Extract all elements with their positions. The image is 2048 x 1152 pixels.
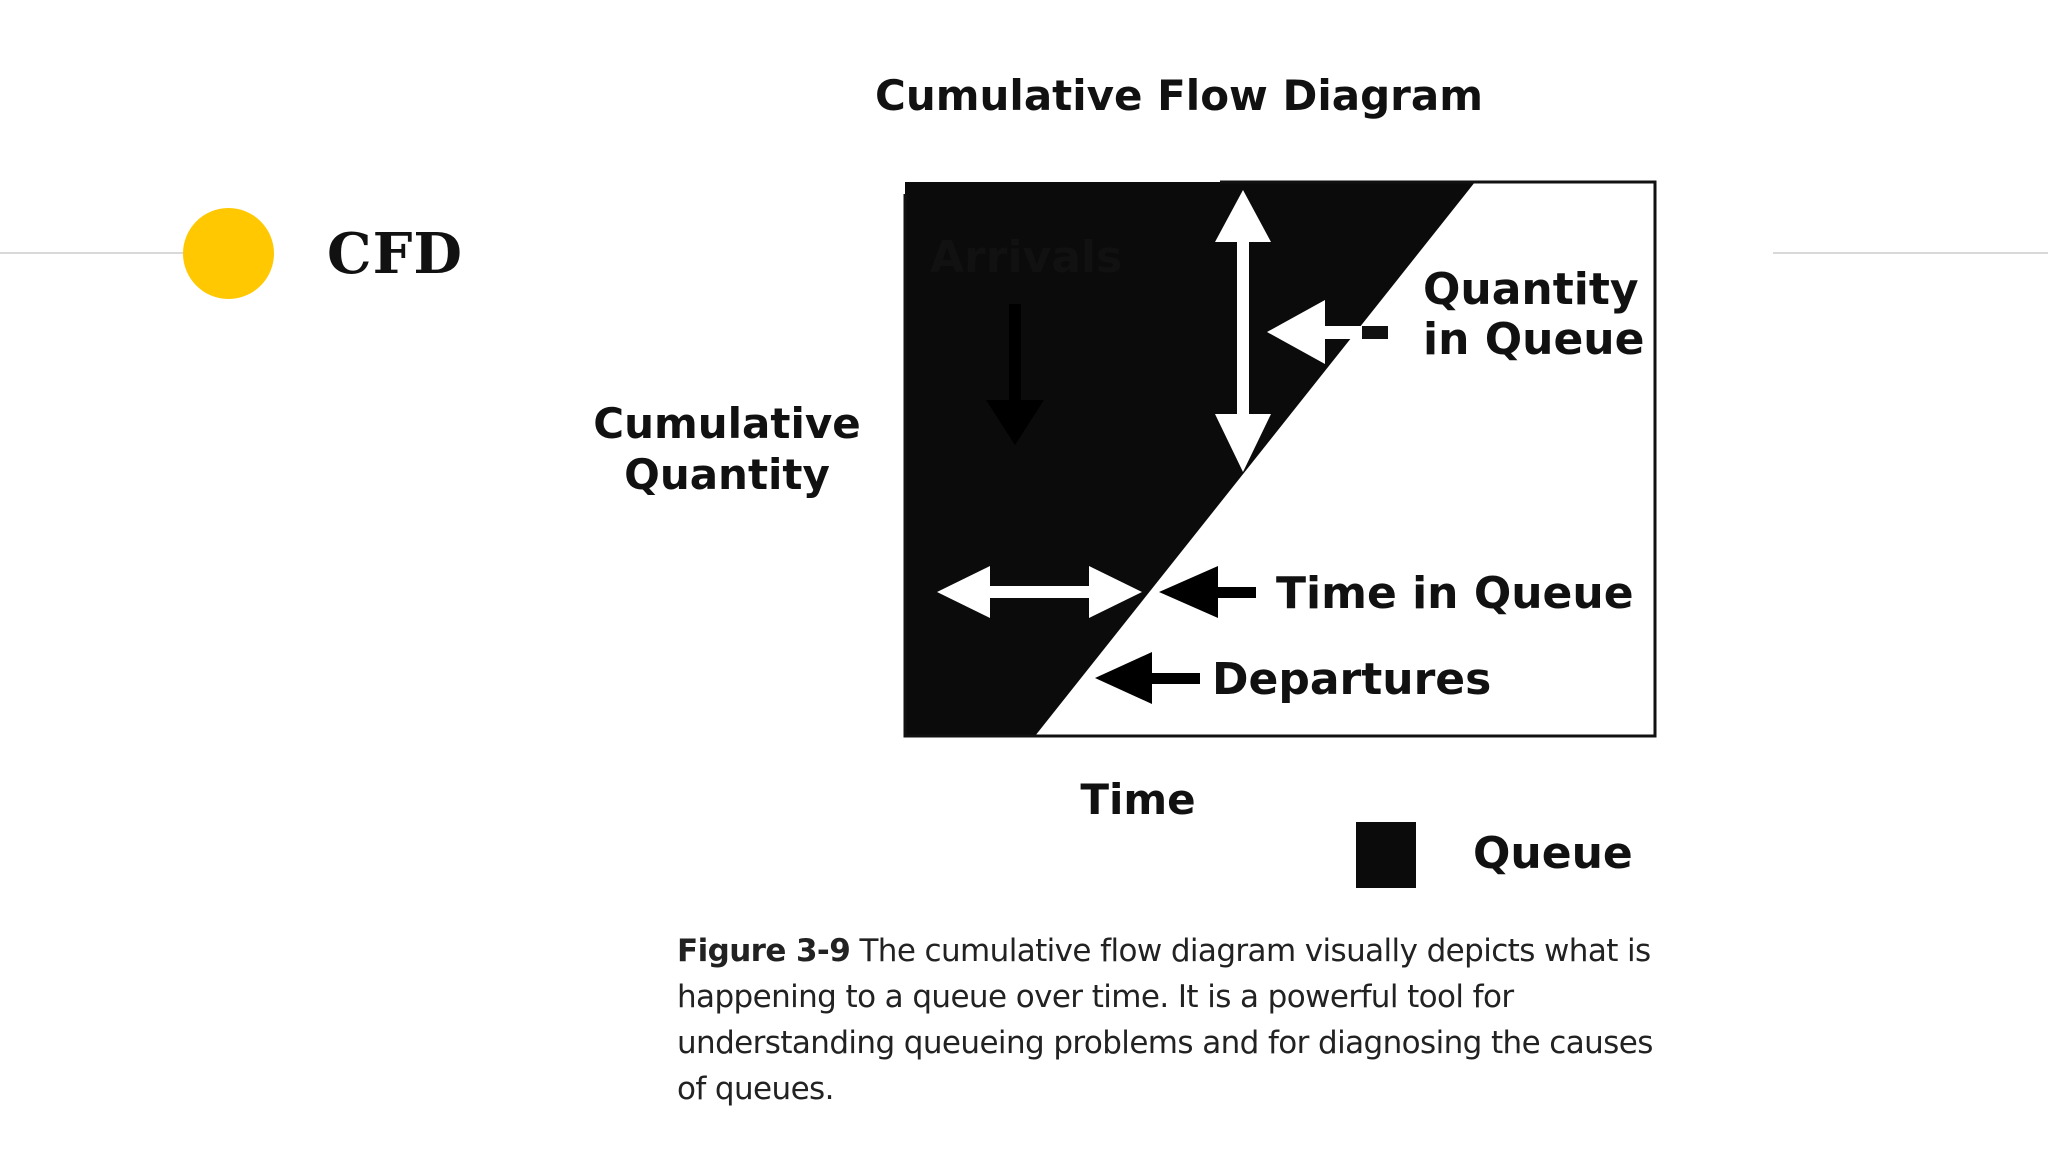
figure-caption-text: The cumulative flow diagram visually dep… — [677, 933, 1653, 1107]
label-arrivals: Arrivals — [930, 232, 1122, 283]
circle-bullet-icon — [183, 208, 274, 299]
plot-frame — [903, 180, 1657, 738]
label-quantity-line2: in Queue — [1423, 314, 1644, 365]
cumulative-flow-figure: Cumulative Flow Diagram Cumulative Quant… — [580, 52, 1710, 1142]
x-axis-label: Time — [1080, 775, 1195, 824]
label-quantity-line1: Quantity — [1423, 264, 1639, 315]
legend-swatch — [1356, 822, 1416, 888]
title-rule-right — [1773, 252, 2048, 254]
slide-title: CFD — [327, 221, 463, 287]
label-departures: Departures — [1212, 654, 1491, 705]
vertical-double-arrow-icon — [1215, 190, 1271, 472]
label-time-in-queue: Time in Queue — [1276, 568, 1634, 619]
figure-caption-label: Figure 3-9 — [677, 933, 851, 969]
title-rule-left — [0, 252, 184, 254]
left-arrow-icon — [1159, 566, 1256, 618]
cfd-diagram: Cumulative Flow Diagram Cumulative Quant… — [593, 71, 1657, 888]
left-arrow-icon — [1267, 300, 1388, 364]
down-arrow-icon — [986, 304, 1044, 445]
legend-label: Queue — [1473, 828, 1633, 879]
y-axis-label-line1: Cumulative — [593, 399, 860, 448]
y-axis-label-line2: Quantity — [624, 450, 830, 499]
left-arrow-icon — [1095, 652, 1200, 704]
horizontal-double-arrow-icon — [937, 566, 1142, 618]
figure-caption: Figure 3-9 The cumulative flow diagram v… — [677, 928, 1677, 1112]
diagram-heading: Cumulative Flow Diagram — [875, 71, 1483, 120]
